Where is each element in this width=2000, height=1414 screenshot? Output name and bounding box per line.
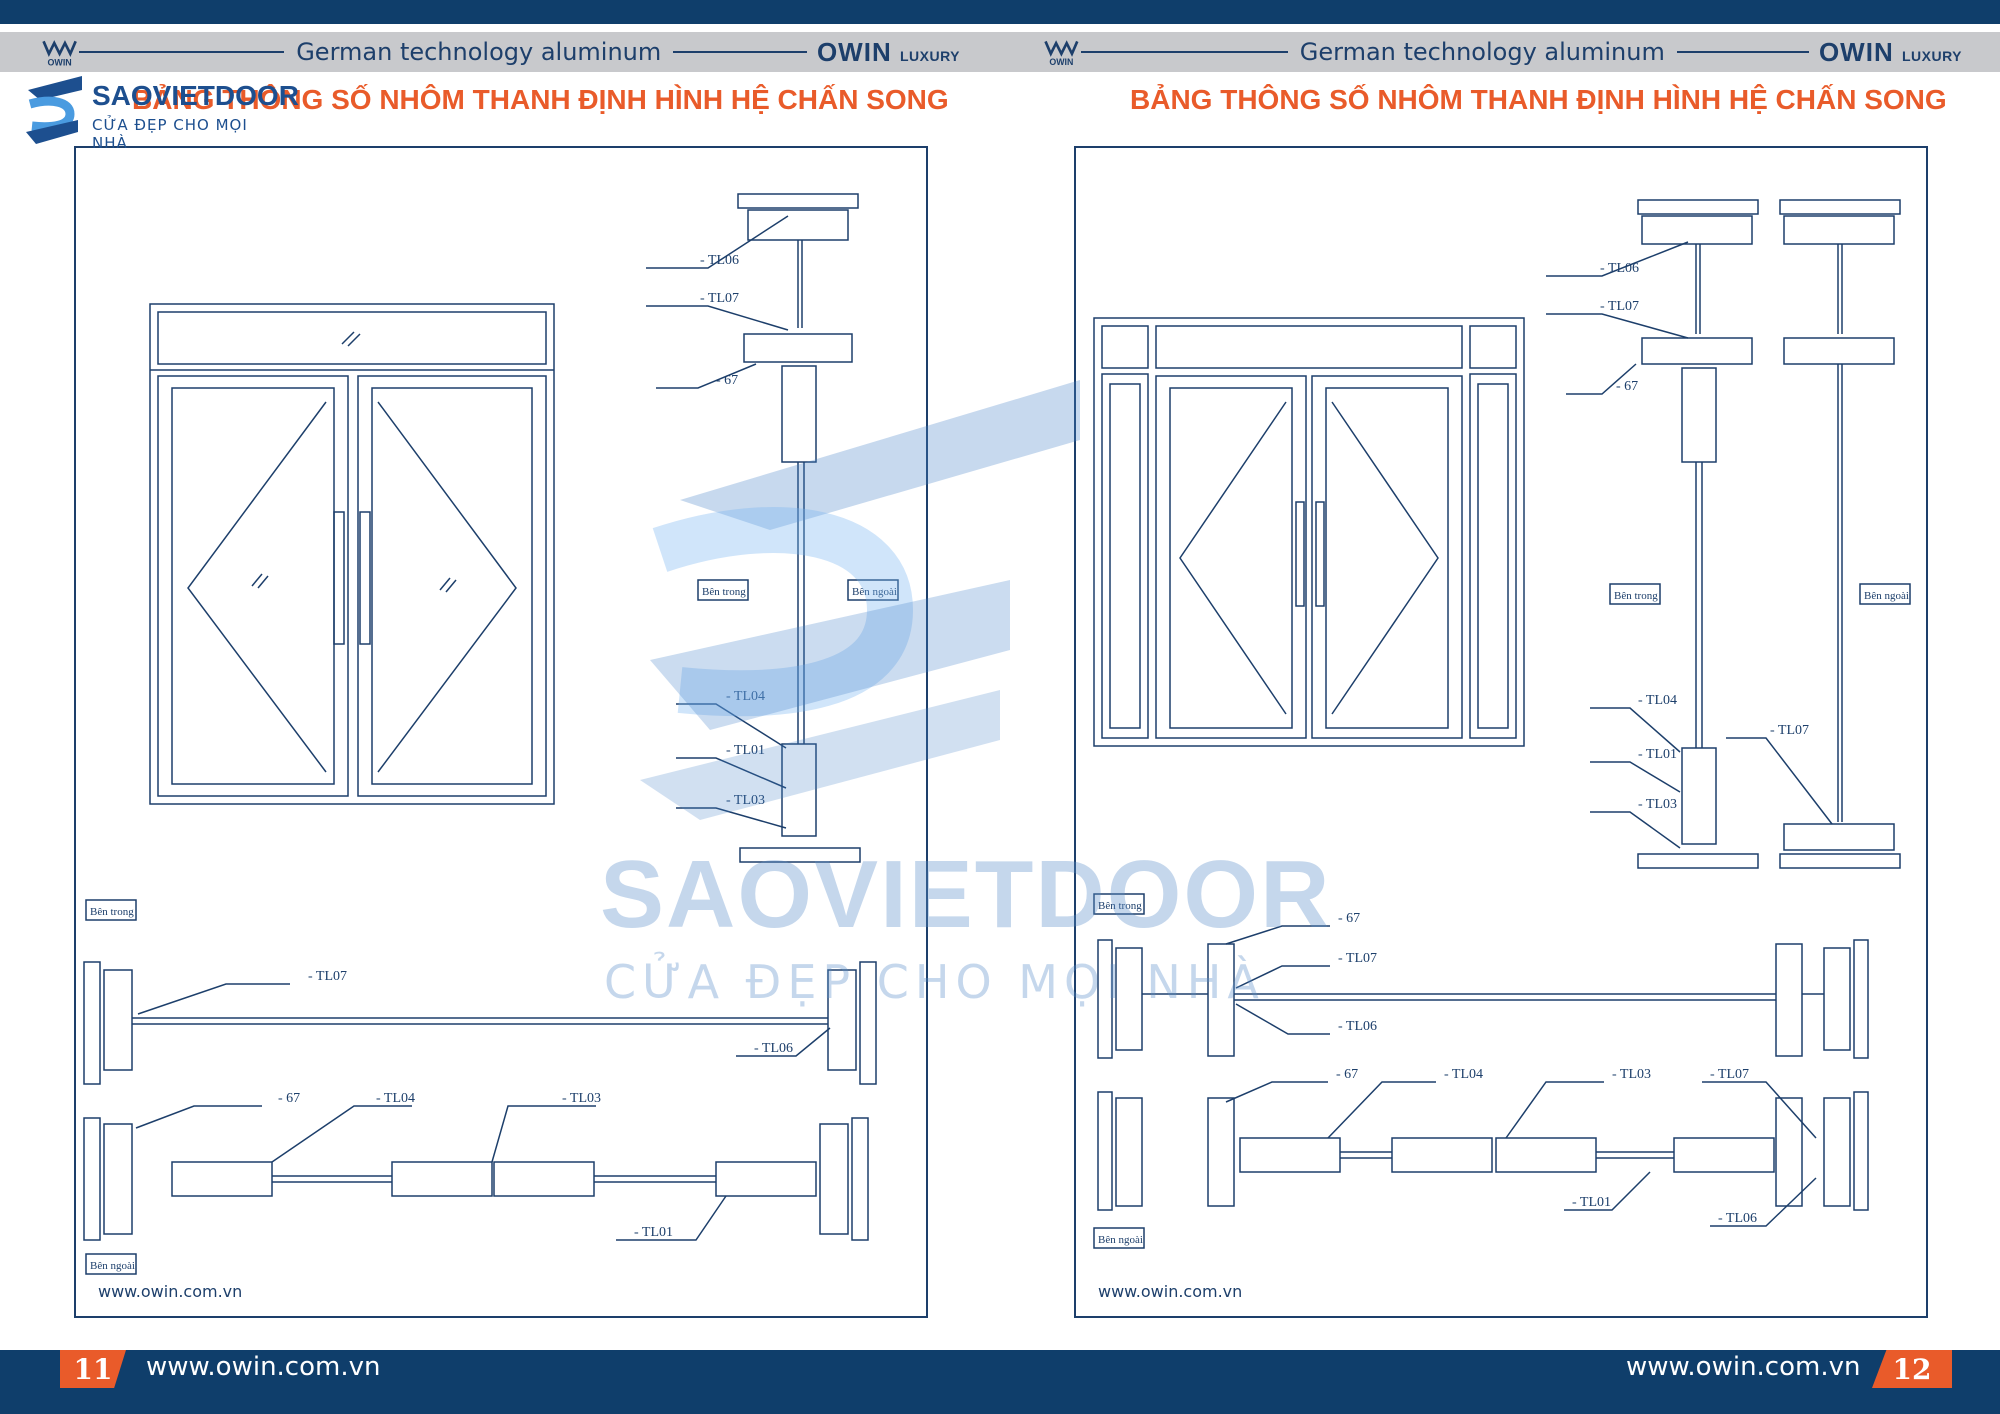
transom (157, 311, 547, 365)
footer-website-left[interactable]: www.owin.com.vn (146, 1352, 381, 1382)
label-67: - 67 (1338, 911, 1360, 926)
label-tl06: - TL06 (1338, 1019, 1377, 1034)
owin-crown-icon: OWIN (1044, 40, 1079, 67)
label-tl01: - TL01 (1572, 1195, 1611, 1210)
svg-text:OWIN: OWIN (1049, 57, 1073, 67)
watermark-slogan: CỬA ĐẸP CHO MỌI NHÀ (604, 955, 1265, 1009)
header-rule (1676, 51, 1809, 53)
header-right: OWIN German technology aluminum OWIN LUX… (1042, 32, 1962, 72)
logo-slogan: CỬA ĐẸP CHO MỌI NHÀ (92, 116, 248, 152)
label-tl04: - TL04 (1444, 1067, 1483, 1082)
technical-drawing: - TL06 - TL07 - 67 - TL04 - TL01 - TL03 … (1093, 199, 1911, 1249)
label-tl06: - TL06 (1718, 1211, 1757, 1226)
label-67: - 67 (716, 373, 738, 388)
svg-text:OWIN: OWIN (47, 57, 71, 67)
label-plan-outside: Bên ngoài (1098, 1234, 1143, 1246)
saovietdoor-s-icon (26, 76, 82, 144)
door-frame (1093, 317, 1525, 747)
door-leaf-left (157, 375, 349, 797)
label-tl01: - TL01 (634, 1225, 673, 1240)
label-67: - 67 (1616, 379, 1638, 394)
panel-website: www.owin.com.vn (98, 1282, 243, 1301)
page-title: BẢNG THÔNG SỐ NHÔM THANH ĐỊNH HÌNH HỆ CH… (1130, 84, 1947, 115)
label-tl06: - TL06 (700, 253, 739, 268)
page-number-right: 12 (1872, 1350, 1952, 1388)
label-tl01: - TL01 (726, 743, 765, 758)
header-rule (1080, 51, 1288, 53)
panel-website: www.owin.com.vn (1098, 1282, 1243, 1301)
door-leaf-right (1311, 375, 1463, 739)
label-tl03: - TL03 (1638, 797, 1677, 812)
label-outside: Bên ngoài (1864, 590, 1909, 602)
header-tagline: German technology aluminum (296, 38, 662, 66)
label-tl04: - TL04 (726, 689, 765, 704)
label-inside: Bên trong (1614, 590, 1658, 602)
page-number-left: 11 (60, 1350, 126, 1388)
label-tl06: - TL06 (1600, 261, 1639, 276)
watermark-name: SAOVIETDOOR (600, 841, 1332, 948)
header-band (0, 32, 2000, 72)
owin-brand: OWIN LUXURY (1818, 36, 1962, 67)
owin-crown-icon: OWIN (42, 40, 77, 67)
header-left: OWIN German technology aluminum OWIN LUX… (40, 32, 960, 72)
label-plan-outside: Bên ngoài (90, 1260, 135, 1272)
header-tagline: German technology aluminum (1299, 38, 1665, 66)
label-tl04: - TL04 (1638, 693, 1677, 708)
label-tl07: - TL07 (1600, 299, 1639, 314)
label-tl03: - TL03 (562, 1091, 601, 1106)
label-outside: Bên ngoài (852, 586, 897, 598)
footer-website-right[interactable]: www.owin.com.vn (1626, 1352, 1861, 1382)
label-tl03: - TL03 (1612, 1067, 1651, 1082)
label-tl07: - TL07 (1710, 1067, 1749, 1082)
drawing-panel-right: - TL06 - TL07 - 67 - TL04 - TL01 - TL03 … (1074, 146, 1928, 1318)
label-67: - 67 (1336, 1067, 1358, 1082)
door-frame (149, 303, 555, 805)
label-plan-inside: Bên trong (90, 906, 134, 918)
label-tl03: - TL03 (726, 793, 765, 808)
label-tl04: - TL04 (376, 1091, 415, 1106)
label-67: - 67 (278, 1091, 300, 1106)
label-tl07: - TL07 (308, 969, 347, 984)
header-rule (79, 51, 285, 53)
saovietdoor-logo: SAOVIETDOOR CỬA ĐẸP CHO MỌI NHÀ (22, 72, 299, 152)
top-bar (0, 0, 2000, 24)
label-tl07: - TL07 (1770, 723, 1809, 738)
owin-brand: OWIN LUXURY (816, 36, 960, 67)
label-tl07: - TL07 (1338, 951, 1377, 966)
logo-name: SAOVIETDOOR (92, 80, 299, 111)
drawing-panel-left: - TL06 - TL07 - 67 - TL04 - TL01 - TL03 … (74, 146, 928, 1318)
label-tl07: - TL07 (700, 291, 739, 306)
door-leaf-right (357, 375, 547, 797)
header-rule (673, 51, 807, 53)
label-plan-inside: Bên trong (1098, 900, 1142, 912)
technical-drawing: - TL06 - TL07 - 67 - TL04 - TL01 - TL03 … (83, 193, 899, 1275)
footer-bar (0, 1350, 2000, 1414)
label-inside: Bên trong (702, 586, 746, 598)
label-tl01: - TL01 (1638, 747, 1677, 762)
page-title: BẢNG THÔNG SỐ NHÔM THANH ĐỊNH HÌNH HỆ CH… (132, 84, 949, 115)
door-leaf-left (1155, 375, 1307, 739)
label-tl06: - TL06 (754, 1041, 793, 1056)
